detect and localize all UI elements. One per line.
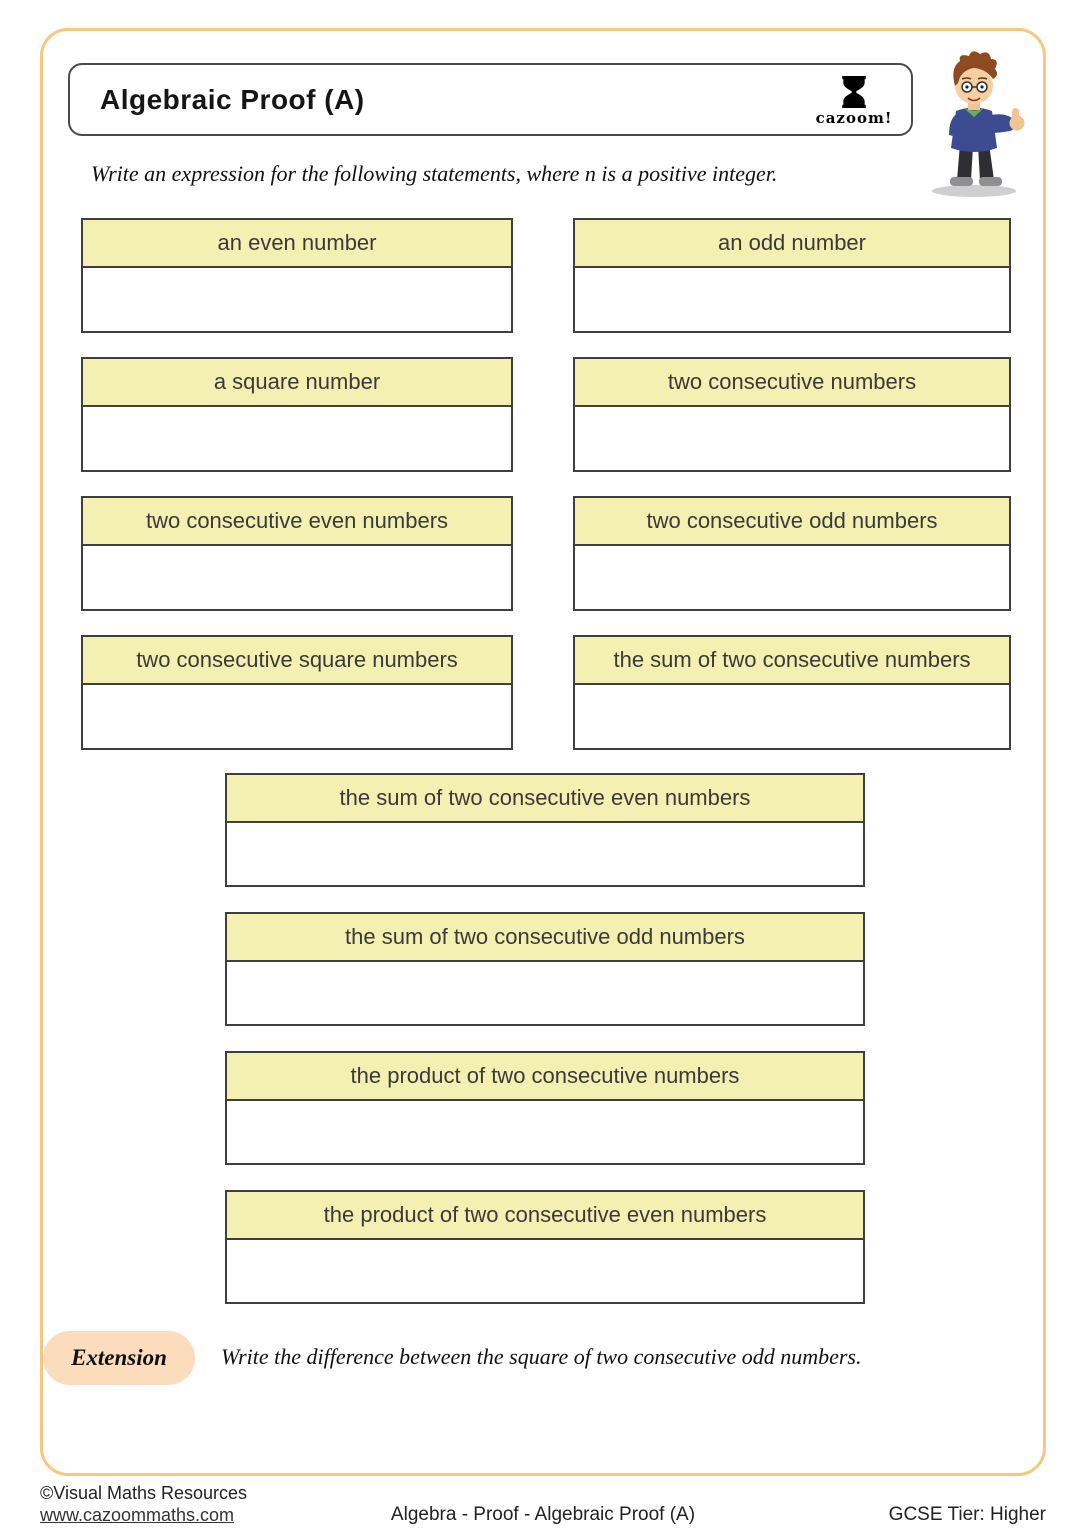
hourglass-icon — [842, 75, 866, 108]
question-box: the product of two consecutive even numb… — [225, 1190, 865, 1304]
question-box: the product of two consecutive numbers — [225, 1051, 865, 1165]
footer-left: ©Visual Maths Resources www.cazoommaths.… — [40, 1482, 247, 1526]
answer-box — [81, 407, 513, 472]
answer-box — [225, 962, 865, 1026]
answer-box — [573, 268, 1011, 333]
page-title: Algebraic Proof (A) — [100, 83, 365, 115]
question-label: the sum of two consecutive numbers — [573, 635, 1011, 685]
footer: ©Visual Maths Resources www.cazoommaths.… — [0, 1482, 1086, 1532]
question-label: the product of two consecutive numbers — [225, 1051, 865, 1101]
answer-box — [81, 546, 513, 611]
question-box: a square number — [81, 357, 513, 472]
extension-text: Write the difference between the square … — [221, 1344, 862, 1369]
question-label: a square number — [81, 357, 513, 407]
answer-box — [573, 407, 1011, 472]
question-box: two consecutive square numbers — [81, 635, 513, 750]
footer-center-text: Algebra - Proof - Algebraic Proof (A) — [390, 1504, 696, 1525]
extension-section: Extension Write the difference between t… — [43, 1331, 1043, 1387]
copyright-text: ©Visual Maths Resources — [40, 1483, 248, 1503]
extension-label: Extension — [71, 1345, 167, 1370]
title-box: Algebraic Proof (A) cazoom! — [68, 63, 913, 136]
wide-question-list: the sum of two consecutive even numbers … — [225, 773, 865, 1329]
question-grid: an even number an odd number a square nu… — [81, 218, 1011, 750]
logo-text: cazoom! — [815, 108, 893, 127]
answer-box — [225, 1101, 865, 1165]
answer-box — [573, 685, 1011, 750]
question-label: an even number — [81, 218, 513, 268]
question-label: two consecutive even numbers — [81, 496, 513, 546]
question-label: an odd number — [573, 218, 1011, 268]
question-box: two consecutive even numbers — [81, 496, 513, 611]
site-link[interactable]: www.cazoommaths.com — [40, 1505, 235, 1525]
question-label: two consecutive odd numbers — [573, 496, 1011, 546]
question-box: an odd number — [573, 218, 1011, 333]
cazoom-logo: cazoom! — [811, 69, 897, 133]
question-label: the sum of two consecutive even numbers — [225, 773, 865, 823]
question-box: the sum of two consecutive odd numbers — [225, 912, 865, 1026]
student-character-illustration — [932, 51, 1025, 197]
question-box: the sum of two consecutive numbers — [573, 635, 1011, 750]
question-box: an even number — [81, 218, 513, 333]
answer-box — [573, 546, 1011, 611]
question-label: two consecutive numbers — [573, 357, 1011, 407]
extension-badge: Extension — [43, 1331, 195, 1385]
question-box: the sum of two consecutive even numbers — [225, 773, 865, 887]
answer-box — [81, 268, 513, 333]
instruction-text: Write an expression for the following st… — [91, 161, 778, 186]
question-box: two consecutive numbers — [573, 357, 1011, 472]
question-label: the sum of two consecutive odd numbers — [225, 912, 865, 962]
question-label: two consecutive square numbers — [81, 635, 513, 685]
answer-box — [225, 823, 865, 887]
answer-box — [225, 1240, 865, 1304]
question-label: the product of two consecutive even numb… — [225, 1190, 865, 1240]
question-box: two consecutive odd numbers — [573, 496, 1011, 611]
footer-tier-text: GCSE Tier: Higher — [888, 1504, 1046, 1525]
answer-box — [81, 685, 513, 750]
worksheet-page: Algebraic Proof (A) cazoom! Write an exp… — [40, 28, 1046, 1476]
